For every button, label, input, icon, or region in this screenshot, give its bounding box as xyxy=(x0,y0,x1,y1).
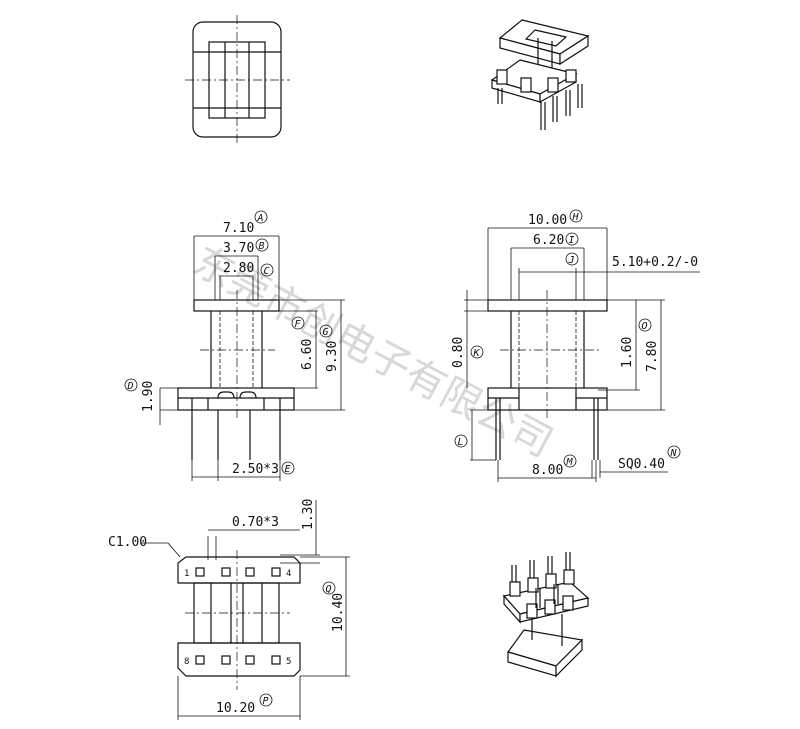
tag-j: J xyxy=(568,255,575,266)
top-view xyxy=(185,15,290,145)
dim-k-value: 0.80 xyxy=(451,337,466,368)
tag-q: Q xyxy=(326,584,332,595)
tag-o: O xyxy=(642,321,648,332)
tag-b: B xyxy=(259,241,265,252)
dim-top-height-value: 1.30 xyxy=(301,499,316,530)
pin-label-5: 5 xyxy=(286,657,291,667)
tag-n: N xyxy=(670,448,678,459)
pin-label-4: 4 xyxy=(286,569,291,579)
dim-b-value: 3.70 xyxy=(223,241,254,256)
bottom-view: 0.70*3 1.30 C1.00 1 4 8 5 10.4 xyxy=(108,499,350,720)
pin-label-8: 8 xyxy=(184,657,189,667)
dim-o-value: 7.80 xyxy=(645,341,660,372)
tag-k: K xyxy=(473,348,481,359)
dim-c-value: 2.80 xyxy=(223,261,254,276)
front-view: 7.10 A 3.70 B 2.80 C xyxy=(124,210,345,481)
dim-a-value: 7.10 xyxy=(223,221,254,236)
dim-g-value: 9.30 xyxy=(325,341,340,372)
tag-e: E xyxy=(285,464,291,475)
dim-i-value: 6.20 xyxy=(533,233,564,248)
tag-m: M xyxy=(566,457,574,468)
tag-h: H xyxy=(572,212,580,223)
tag-c: C xyxy=(264,266,270,277)
tag-d: D xyxy=(127,381,134,392)
dim-e-value: 2.50*3 xyxy=(232,462,279,477)
tag-l: L xyxy=(458,437,464,448)
dim-q-value: 10.40 xyxy=(331,593,346,632)
dim-o2-value: 1.60 xyxy=(620,337,635,368)
iso-view-top xyxy=(490,19,590,130)
dim-j-value: 5.10+0.2/-0 xyxy=(612,255,698,270)
side-view: 10.00 H 6.20 I 5.10+0.2/-0 J xyxy=(451,209,700,482)
dim-f-value: 6.60 xyxy=(300,339,315,370)
iso-view-bottom xyxy=(502,552,590,678)
dim-h-value: 10.00 xyxy=(528,213,567,228)
pin-label-1: 1 xyxy=(184,569,189,579)
dim-n-value: SQ0.40 xyxy=(618,457,665,472)
dim-pitch-value: 0.70*3 xyxy=(232,515,279,530)
tag-g: G xyxy=(323,327,329,338)
tag-a: A xyxy=(257,213,264,224)
dim-d-value: 1.90 xyxy=(141,381,156,412)
dim-p-value: 10.20 xyxy=(216,701,255,716)
tag-i: I xyxy=(569,235,575,246)
tag-f: F xyxy=(295,319,302,330)
dim-m-value: 8.00 xyxy=(532,463,563,478)
chamfer-label: C1.00 xyxy=(108,535,147,550)
tag-p: P xyxy=(263,696,269,707)
